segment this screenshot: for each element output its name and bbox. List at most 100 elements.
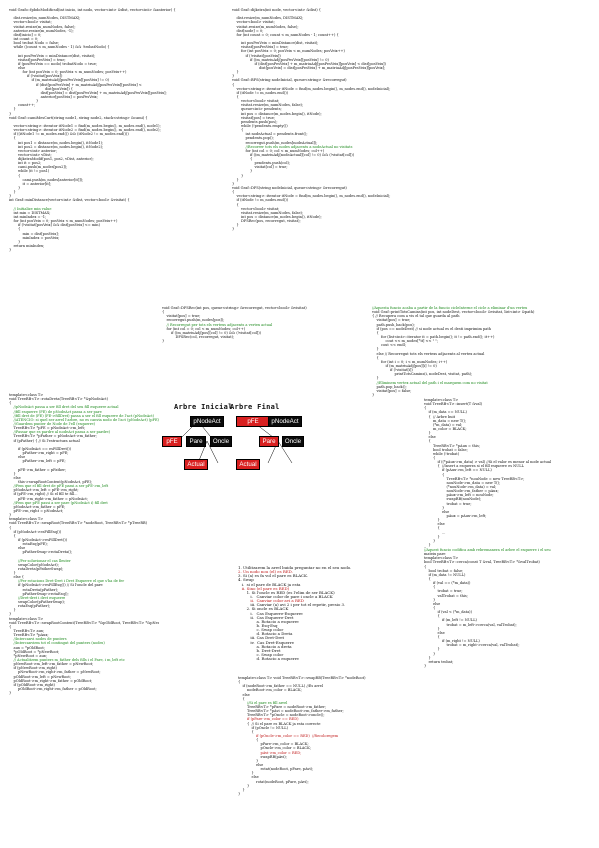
line: template<class T> [9, 616, 44, 621]
line: } [9, 107, 16, 112]
line: int minIndex = -1; [9, 215, 47, 220]
line: void TreeRB<T>::rotaDreta(TreeRB<T> *&pN… [9, 397, 108, 402]
line: //Aquesta funcio acaba a partir de la fu… [372, 306, 528, 310]
line: } [238, 771, 254, 776]
line: if (val == (*m_data)) [424, 581, 471, 586]
line: pNewRoot->m_left->m_father = pNewRoot; [9, 662, 94, 667]
line: void TreeRB<T>::insert(T &val) [424, 402, 483, 407]
rotation-diagram: Arbre Inicial Arbre Final pNodeAct pFE P… [160, 403, 330, 481]
line: } [424, 534, 440, 539]
line: //Aquest funcio codifica amb rebremanera… [424, 548, 551, 552]
line: else [424, 630, 445, 635]
line: else [238, 762, 264, 767]
line: //ATENCIO: si quel ser arrel l'arbre, no… [9, 417, 159, 422]
line: d. Rotacio a Dreta [238, 631, 293, 637]
line: //Guardem punter de Node de l'ell (esque… [9, 421, 96, 426]
line: } [238, 791, 241, 796]
line: } [9, 99, 39, 104]
line: iii. Canviar (a) avi 2 i per tot el repe… [238, 602, 346, 608]
line: cami.push(m_nodes[pos2]); [9, 165, 68, 170]
line: rotat(nodeRoot, pPare, pAvi); [238, 779, 309, 784]
line: nouNode->m_father = pAux; [424, 489, 499, 494]
line: } [232, 181, 235, 186]
line: return minIndex; [9, 244, 45, 249]
line: else [424, 435, 436, 440]
line: TreeRB<T> *pOncle = nodeRoot->oncle(); [238, 713, 325, 718]
line: swapColor(pFatherSwap); [9, 600, 65, 605]
line: bool trobat = false; [424, 568, 464, 573]
tree2-node-oncle: Oncle [282, 436, 304, 447]
line: vector<int> anterior; [9, 148, 58, 153]
line: m_color = BLACK; [424, 426, 467, 431]
line: } [424, 518, 440, 523]
line: pFatherSwap->rotaEsq(); [9, 591, 69, 596]
line: { [238, 729, 254, 734]
tree2-node-pNodeAct: pNodeAct [268, 416, 302, 427]
line: if ((m_matriuAdj[posPesVeix][posVeix] !=… [232, 57, 329, 62]
line: dist[node] = 0; [232, 28, 264, 33]
line: } [424, 538, 436, 543]
line: if (pOncle != NULL) [238, 725, 289, 730]
line: } [424, 647, 440, 652]
line: if (m_matriuAdj[posPesVeix][posVeix] != … [9, 78, 109, 83]
line: { [424, 439, 431, 444]
line: (*m_data) = val; [424, 422, 463, 427]
line: a. Rotacio a esquerre [238, 618, 299, 624]
line: if (!visitat[posVeix]) [232, 53, 281, 58]
line: vector<bool> visitat; [232, 20, 275, 25]
line: template<class T> [9, 517, 44, 522]
line: pOldRoot->m_right->m_father = pOldRoot; [9, 686, 97, 691]
line: trobat = m_left->cerca(val, valTrobat); [424, 622, 517, 627]
line: vector<bool> visitat; [232, 99, 280, 104]
line: rotaDreta(pFatherSwap); [9, 566, 64, 571]
line: else [238, 692, 250, 697]
line: valTrobat = this; [424, 593, 468, 598]
line: { [9, 525, 12, 530]
line: } [9, 513, 12, 518]
code-block-insert: template<class T>void TreeRB<T>::insert(… [424, 398, 596, 548]
line: if (pAux->m_left == NULL) [424, 468, 492, 473]
line: d. Rotacio a esquerre [238, 656, 299, 662]
line: recorregut.push(m_nodes[pos]); [162, 318, 225, 323]
line: if (m_left != NULL) [424, 618, 477, 623]
line: visitat.resize(m_numNodes, false); [9, 24, 76, 29]
line: { [424, 455, 436, 460]
line: } [232, 173, 244, 178]
line: dist.resize(m_numNodes, DISTMAX); [232, 16, 304, 21]
line: pOldRoot->m_right->m_father = pOldRoot; [9, 678, 93, 683]
line: else [9, 475, 21, 480]
line: { [232, 82, 235, 87]
line: else { [9, 575, 25, 580]
line: } [424, 663, 427, 668]
line: for (int i = 0; i < m_numNodes; i++) [372, 359, 448, 364]
line: pFE->m_right->m_father = pNodeAct; [9, 496, 89, 501]
line: for (int count = 0; count < m_numNodes -… [232, 32, 339, 37]
line: } [424, 651, 436, 656]
line: } [232, 169, 253, 174]
line: { [424, 564, 427, 569]
tree1-node-pNodeAct: pNodeAct [190, 416, 224, 427]
initial-tree-caption: Arbre Inicial [174, 403, 233, 411]
line: } [232, 177, 239, 182]
line: count++; [9, 103, 36, 108]
line: 1. Si l'oncle es RED (es l'elim de ser B… [238, 589, 335, 595]
line: anterior[posVeix] = posPesVeix; [9, 94, 98, 99]
line: else [9, 455, 26, 460]
line: if (nodeRoot->m_father == NULL) //Es arr… [238, 684, 324, 689]
tree1-node-pFE: pFE [162, 436, 182, 447]
line: { [9, 624, 12, 629]
line: } [424, 431, 431, 436]
line: else [238, 775, 259, 780]
line: vector<bool> visitat; [9, 20, 52, 25]
line: { [238, 680, 241, 685]
line: swapColor(pNodeAct); [9, 562, 59, 567]
line: b. Dret-Dret [238, 647, 281, 653]
insertion-rules-list: 1. Utilitzarem la arrel buida preguntar … [238, 565, 388, 674]
line: void Graf::DFS(string nodeInicial, queue… [232, 186, 347, 191]
line: } [162, 339, 165, 344]
line: //Fem que el fill dret de pFE passi a se… [9, 484, 109, 489]
line: int pos = distance(m_nodes.begin(), itNo… [232, 215, 322, 220]
line: int posPesVeix = minDistance(dist, visit… [232, 41, 319, 46]
line: } [232, 74, 235, 79]
line: (*nouNode->m_data) = val; [424, 484, 497, 489]
